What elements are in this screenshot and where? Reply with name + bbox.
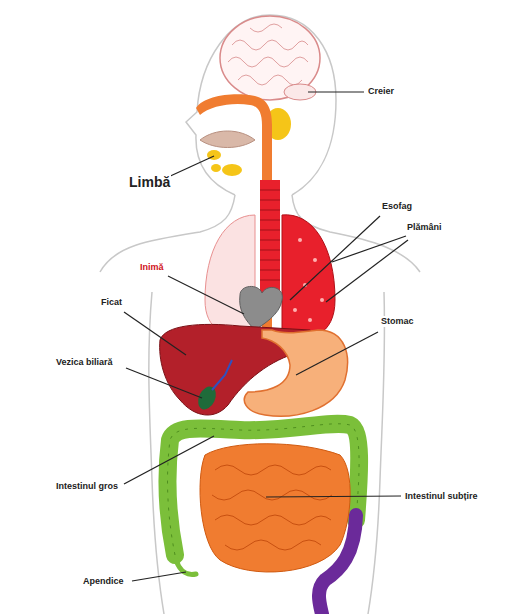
bile-duct — [212, 360, 232, 390]
lung-texture — [293, 238, 324, 322]
part-label: Apendice — [82, 576, 125, 587]
part-label: Intestinul gros — [55, 481, 119, 492]
stomach — [244, 330, 347, 416]
small-intestine-folds — [212, 465, 332, 550]
body-outline — [100, 15, 420, 614]
small-intestine — [200, 444, 350, 572]
leader-lines — [124, 92, 408, 581]
part-label: Intestinul subțire — [404, 491, 479, 502]
trachea-rings — [260, 190, 280, 280]
brain — [220, 16, 320, 100]
part-label: Inimă — [139, 262, 165, 273]
part-label: Vezica biliară — [55, 357, 114, 368]
part-label: Stomac — [380, 316, 415, 327]
part-label: Limbă — [128, 174, 171, 191]
part-label: Plămâni — [406, 222, 443, 233]
heart — [240, 286, 283, 330]
salivary-glands — [207, 108, 291, 176]
tongue — [200, 131, 255, 148]
right-lung — [282, 215, 335, 338]
trachea — [260, 180, 280, 300]
part-label: Ficat — [100, 297, 123, 308]
part-label: Esofag — [381, 201, 413, 212]
part-label: Creier — [367, 86, 395, 97]
gallbladder — [195, 384, 220, 413]
